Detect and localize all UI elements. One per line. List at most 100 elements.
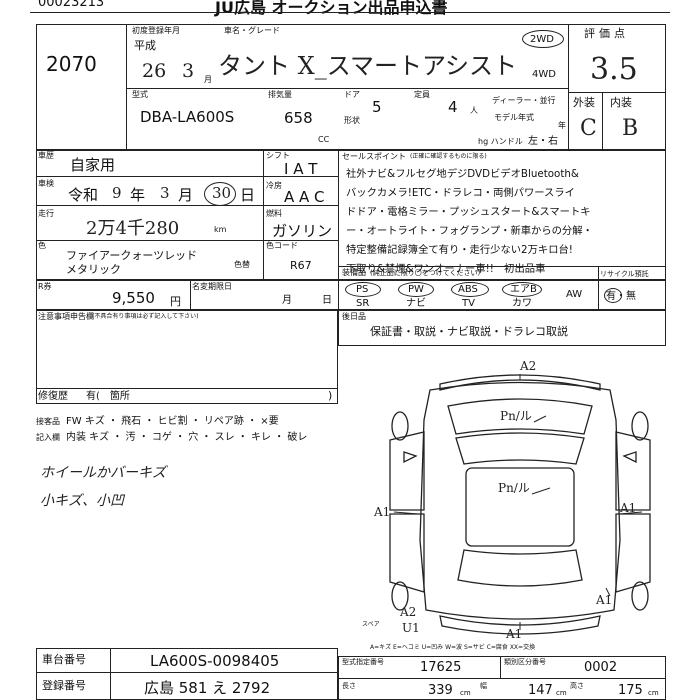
meigi-day-unit: 日: [322, 295, 332, 306]
shaken-day-unit: 日: [240, 186, 256, 204]
type-label: 型式指定番号: [342, 658, 384, 666]
spare-label: スペア: [362, 621, 380, 628]
left-rear-door: [389, 513, 425, 593]
class-label: 類別区分番号: [504, 658, 546, 666]
color-value-1: ファイアークォーツレッド: [66, 249, 198, 262]
wheel-rr: [631, 581, 649, 611]
type-number: 17625: [420, 660, 462, 675]
windshield: [455, 432, 585, 465]
car-diagram: A2 Pn/ル Pn/ル A1 A1 A2 U1 A1 A1: [373, 360, 651, 641]
reg-label: 初度登録年月: [132, 26, 180, 35]
int-grade: B: [622, 116, 639, 141]
shaken-era: 令和: [68, 186, 99, 204]
rear-bumper: [439, 615, 601, 635]
damage-codes: A=キズ E=ヘコミ U=凹み W=波 S=サビ C=腐食 XX=交換: [370, 644, 536, 651]
ext-grade: C: [580, 116, 597, 141]
sales-label: セールスポイント: [342, 152, 406, 161]
door-label: ドア: [344, 90, 360, 99]
roof: [465, 467, 575, 547]
color-label: 色: [38, 241, 46, 250]
equip-tv: TV: [462, 298, 475, 309]
repair-close: ): [328, 389, 333, 402]
meigi-label: 名変期限日: [192, 282, 232, 291]
width-unit: cm: [556, 689, 567, 697]
notes-sub: (不具合有り事項は必ず記入して下さい): [92, 313, 199, 320]
top-block: [36, 24, 666, 150]
shaken-month: 3: [160, 184, 170, 202]
shift-label: シフト: [266, 151, 290, 160]
mark-right: A1: [619, 501, 636, 515]
left-front-door: [389, 431, 425, 511]
grade-score: 3.5: [590, 52, 638, 87]
fuel-label: 燃料: [266, 209, 282, 218]
mark-front: A2: [519, 360, 536, 373]
mark-rear-right: A1: [595, 593, 612, 607]
sales-line: 特定整備記録簿全て有り・走行少ない2万キロ台!: [346, 244, 573, 256]
car-name-label: 車名・グレード: [224, 26, 280, 35]
equipment-label: 装備品: [342, 268, 366, 277]
reg-month: 3: [182, 60, 195, 82]
legend-row-2: 内装 キズ ・ 汚 ・ コゲ ・ 穴 ・ スレ ・ キレ ・ 破レ: [66, 432, 308, 443]
header-number: 00023213: [38, 0, 105, 10]
mileage-unit: km: [214, 225, 227, 234]
chassis-number: LA600S-0098405: [150, 652, 280, 670]
shaken-year-unit: 年: [130, 186, 146, 204]
doors-value: 5: [372, 98, 382, 116]
mark-rear-left-2: U1: [402, 621, 420, 635]
car-name: タント X_スマートアシスト: [218, 52, 518, 80]
aircon-value: A A C: [284, 188, 325, 206]
grade-label: 評価点: [584, 27, 629, 40]
color-value-2: メタリック: [66, 263, 121, 276]
equip-sr: SR: [356, 298, 370, 309]
sales-points: 社外ナビ&フルセグ地デジDVDビデオBluetooth& バックカメラ!ETC・…: [346, 165, 664, 279]
lot-number: 2070: [46, 52, 97, 76]
width-value: 147: [528, 683, 553, 698]
wheel-rl: [391, 581, 409, 611]
legend-row-1: FW キズ ・ 飛石 ・ ヒビ割 ・ リペア跡 ・ ×要: [66, 416, 279, 427]
handle-value: 左・右: [528, 136, 558, 147]
aircon-label: 冷房: [266, 181, 282, 190]
mark-hood: Pn/ル: [500, 409, 532, 423]
length-label: 長さ: [342, 682, 356, 690]
model-value: DBA-LA600S: [140, 108, 235, 126]
meigi-month-unit: 月: [282, 295, 292, 306]
sales-line: ドドア・電格ミラー・プッシュスタート&スマートキ: [346, 206, 591, 218]
repair-value: 有( 箇所: [86, 391, 130, 402]
shaken-month-unit: 月: [178, 186, 194, 204]
reg-year: 26: [142, 60, 167, 82]
equip-aw: AW: [566, 289, 583, 300]
body-outline: [419, 381, 621, 620]
auction-title: JU広島 オークション出品申込書: [215, 0, 448, 17]
mileage-value: 2万4千280: [86, 218, 180, 239]
mirror-left: [403, 451, 418, 464]
fuel-value: ガソリン: [272, 222, 333, 240]
person-unit: 人: [470, 106, 478, 115]
plate-number: 広島 581 え 2792: [144, 679, 271, 697]
color-code: R67: [290, 259, 312, 272]
form-label: 形状: [344, 116, 360, 125]
class-number: 0002: [584, 660, 618, 675]
height-value: 175: [618, 683, 643, 698]
drive-2wd: 2WD: [530, 34, 554, 45]
usage-value: 自家用: [70, 156, 116, 174]
equip-kawa: カワ: [512, 298, 532, 309]
repair-label: 修復歴: [38, 391, 68, 402]
cc-unit: CC: [318, 135, 330, 144]
mirror-right: [622, 451, 637, 464]
front-bumper: [439, 374, 601, 391]
model-label: 型式: [132, 90, 148, 99]
after-label: 後日品: [342, 312, 366, 321]
handnote-1: ホイールかバーキズ: [40, 465, 166, 481]
recycle-label: リサイクル預託: [600, 270, 649, 278]
equip-airbag: エアB: [510, 284, 537, 295]
equip-pw: PW: [408, 284, 424, 295]
height-unit: cm: [648, 689, 659, 697]
width-label: 幅: [480, 682, 487, 690]
tax-unit: 円: [170, 295, 181, 308]
cc-value: 658: [284, 109, 313, 127]
equip-ps: PS: [356, 284, 369, 295]
color-code-label: 色コード: [266, 241, 298, 250]
handle-label: hg ハンドル: [478, 137, 523, 146]
tax-label: R券: [38, 282, 52, 291]
reg-month-unit: 月: [204, 75, 212, 84]
